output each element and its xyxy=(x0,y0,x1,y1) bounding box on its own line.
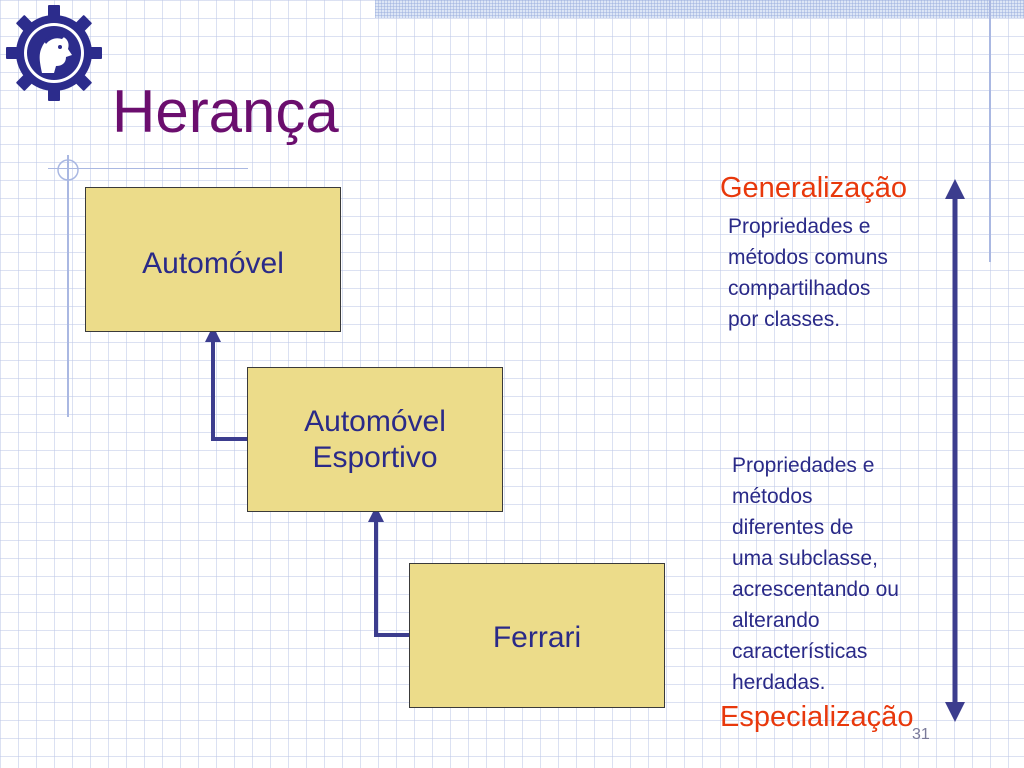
class-label-automovel: Automóvel xyxy=(142,247,284,280)
header-band xyxy=(375,0,1024,18)
class-label-ferrari: Ferrari xyxy=(492,621,582,654)
decorative-vertical-line-right xyxy=(989,0,991,262)
class-box-automovel: Automóvel xyxy=(85,187,341,332)
connector-esportivo-to-automovel xyxy=(205,326,247,441)
generalization-description: Propriedades e métodos comuns compartilh… xyxy=(728,215,888,331)
generalization-label: Generalização xyxy=(720,172,907,204)
decorative-horizontal-line xyxy=(48,168,248,169)
decorative-circle xyxy=(57,159,79,181)
specialization-description: Propriedades e métodos diferentes de uma… xyxy=(732,454,899,694)
class-label-automovel-esportivo: Automóvel Esportivo xyxy=(304,405,446,474)
gear-head-emblem-icon xyxy=(6,5,102,101)
connector-ferrari-to-esportivo xyxy=(368,506,409,637)
class-box-automovel-esportivo: Automóvel Esportivo xyxy=(247,367,503,512)
decorative-vertical-line-left xyxy=(67,155,69,417)
specialization-label: Especialização xyxy=(720,701,914,733)
page-number: 31 xyxy=(912,726,930,743)
page-title: Herança xyxy=(112,78,339,145)
class-box-ferrari: Ferrari xyxy=(409,563,665,708)
